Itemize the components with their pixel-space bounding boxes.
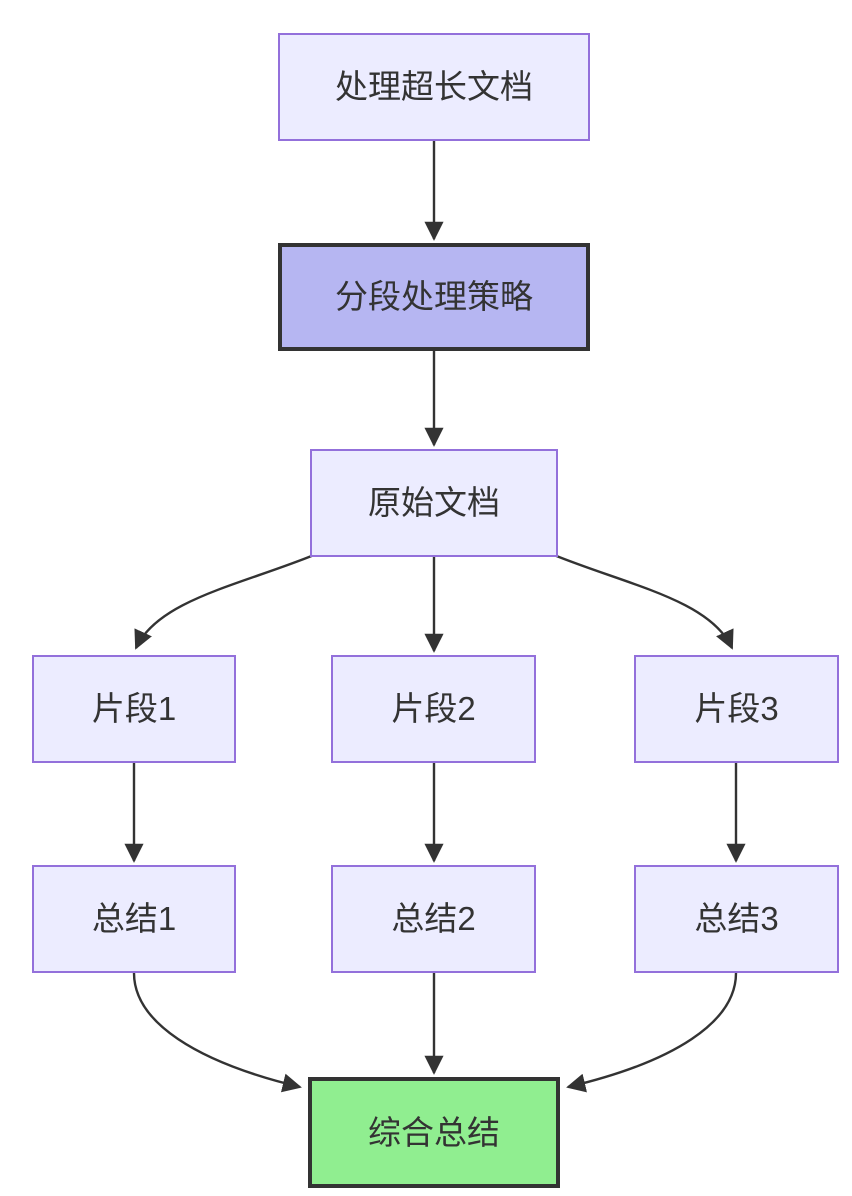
node-summary-3-label: 总结3 (694, 900, 779, 938)
node-final-summary-label: 综合总结 (368, 1113, 500, 1151)
edge-original-to-frag1 (134, 553, 315, 650)
edge-sum1-to-final (132, 972, 302, 1093)
node-summary-3: 总结3 (634, 865, 839, 973)
node-fragment-3-label: 片段3 (694, 690, 779, 728)
node-fragment-3: 片段3 (634, 655, 839, 763)
node-final-summary: 综合总结 (308, 1077, 560, 1188)
node-segmentation-strategy-label: 分段处理策略 (335, 278, 533, 316)
node-process-long-doc: 处理超长文档 (278, 33, 590, 141)
node-fragment-1-label: 片段1 (91, 690, 177, 728)
node-summary-2: 总结2 (331, 865, 536, 973)
node-summary-2-label: 总结2 (391, 900, 476, 938)
node-segmentation-strategy: 分段处理策略 (278, 243, 590, 351)
node-fragment-1: 片段1 (32, 655, 236, 763)
node-summary-1-label: 总结1 (91, 900, 177, 938)
node-fragment-2-label: 片段2 (391, 690, 476, 728)
node-original-doc-label: 原始文档 (368, 484, 500, 522)
node-summary-1: 总结1 (32, 865, 236, 973)
edge-original-to-frag3 (553, 553, 734, 650)
node-process-long-doc-label: 处理超长文档 (335, 68, 533, 106)
node-original-doc: 原始文档 (310, 449, 558, 557)
edge-sum3-to-final (566, 972, 738, 1093)
node-fragment-2: 片段2 (331, 655, 536, 763)
